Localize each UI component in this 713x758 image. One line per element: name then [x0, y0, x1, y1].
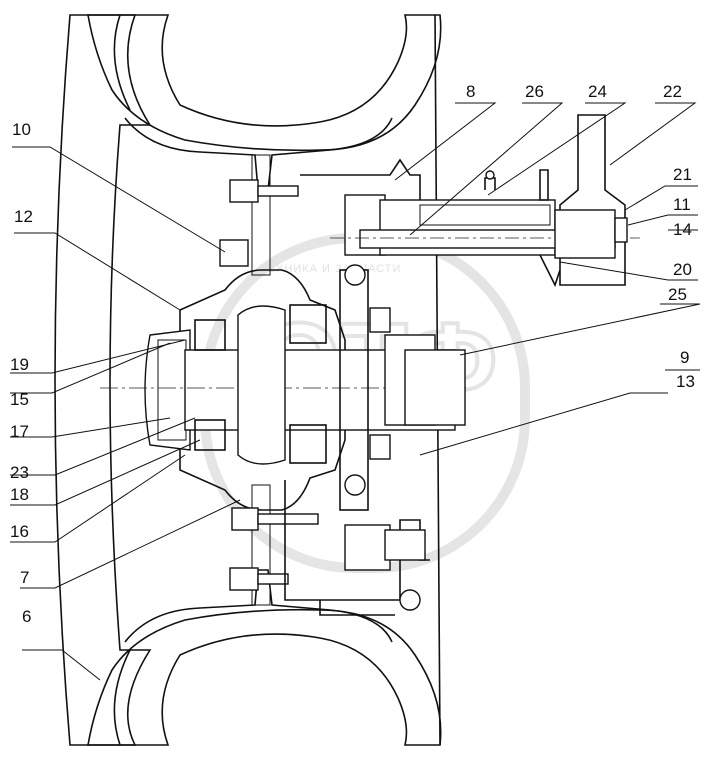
leader-26	[409, 102, 564, 236]
bolts	[219, 179, 391, 591]
leader-23	[10, 417, 196, 476]
leader-19	[10, 339, 186, 374]
leader-6	[22, 649, 101, 681]
leader-24	[487, 102, 627, 196]
leader-16	[10, 454, 186, 543]
callout-17: 17	[10, 422, 29, 441]
callout-12: 12	[14, 207, 33, 226]
brake-actuator	[300, 114, 640, 288]
leader-9	[419, 392, 668, 456]
inner-bearing-upper	[289, 304, 327, 344]
callout-8: 8	[466, 82, 475, 101]
callout-11: 11	[673, 195, 691, 214]
lower-tire-section	[87, 608, 442, 746]
callout-16: 16	[10, 522, 29, 541]
bolt-head-1	[229, 179, 259, 203]
callout-labels: 6 7 8 9 10 11 12 13 14 15 16 17 18 19 20…	[10, 82, 695, 626]
outer-bearing-lower	[194, 419, 226, 451]
callout-23: 23	[10, 463, 29, 482]
leader-11	[627, 214, 698, 226]
callout-15: 15	[10, 390, 29, 409]
callout-14: 14	[673, 220, 692, 239]
callout-7: 7	[20, 568, 29, 587]
rim-disc-upper	[251, 154, 271, 276]
hub-body	[100, 269, 470, 511]
leader-7	[20, 499, 241, 589]
callout-6: 6	[22, 607, 31, 626]
outer-bearing-upper	[194, 319, 226, 351]
leader-18	[10, 439, 201, 506]
leader-12	[14, 232, 181, 311]
callout-24: 24	[588, 82, 607, 101]
callout-13: 13	[676, 372, 695, 391]
leader-10	[12, 146, 226, 253]
slack-adjuster-lever	[559, 114, 626, 286]
leader-22	[609, 102, 697, 166]
leader-15	[10, 342, 171, 394]
spindle	[237, 305, 286, 465]
callout-20: 20	[673, 260, 692, 279]
callout-10: 10	[12, 120, 31, 139]
bolt-head-3	[229, 567, 259, 591]
leader-lines	[10, 102, 701, 681]
lower-brake-assembly	[284, 480, 430, 616]
leader-20	[559, 261, 698, 281]
callout-26: 26	[525, 82, 544, 101]
callout-18: 18	[10, 485, 29, 504]
callout-21: 21	[673, 165, 692, 184]
nut-10	[219, 239, 249, 267]
leader-17	[10, 417, 171, 438]
callout-22: 22	[663, 82, 682, 101]
leader-21	[624, 185, 698, 211]
upper-tire-section	[87, 14, 442, 152]
bolt-11	[614, 217, 628, 243]
callout-9: 9	[680, 348, 689, 367]
inner-bearing-lower	[289, 424, 327, 464]
lower-anchor	[344, 524, 391, 571]
bolt-head-2	[231, 507, 259, 531]
callout-25: 25	[668, 285, 687, 304]
rim-disc-lower	[251, 484, 271, 606]
leader-8	[394, 102, 497, 181]
leader-25	[459, 303, 701, 356]
brake-cam-lower	[344, 474, 366, 496]
callout-19: 19	[10, 355, 29, 374]
brake-cam-upper	[344, 264, 366, 286]
watermark-top-text: ТЕХНИКА И ЗАПЧАСТИ	[260, 263, 401, 275]
